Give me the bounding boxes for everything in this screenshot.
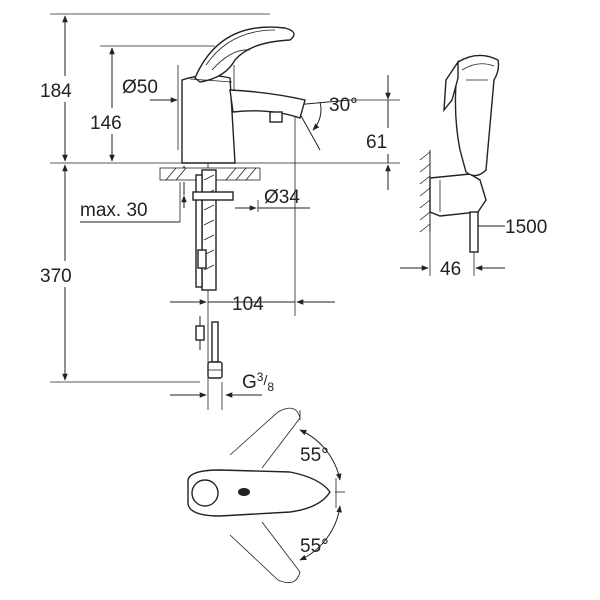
lever-logo: [238, 488, 250, 496]
thread-denominator: 8: [267, 380, 274, 394]
thread-slash: /: [263, 372, 267, 388]
label-146: 146: [90, 113, 122, 134]
check-valve: [195, 325, 205, 341]
label-184: 184: [40, 81, 72, 102]
wall-holder: [429, 173, 487, 217]
supply-hose: [195, 174, 203, 288]
dimension-46: 46: [400, 232, 505, 280]
label-61: 61: [366, 132, 387, 153]
dimension-diameter-34: Ø34: [235, 187, 310, 211]
thread-g: G: [242, 372, 257, 393]
label-1500: 1500: [505, 217, 547, 238]
label-diameter-50: Ø50: [122, 77, 158, 98]
lever-handle: [187, 469, 331, 517]
hose-fitting: [197, 249, 207, 269]
mixer-lever: [194, 26, 295, 83]
label-diameter-34: Ø34: [264, 187, 300, 208]
dimension-1500: 1500: [478, 217, 547, 238]
mixer-body: [181, 74, 236, 164]
label-max-30: max. 30: [80, 200, 148, 221]
lever-pivot: [191, 479, 219, 507]
label-104: 104: [232, 294, 264, 315]
dimension-370: 370: [36, 164, 86, 381]
label-thread: G3/8: [242, 370, 274, 394]
shower-trigger: [443, 59, 459, 113]
dimension-104: 104: [170, 294, 335, 315]
shower-hose: [469, 211, 479, 253]
aerator: [269, 111, 283, 123]
label-30-degrees: 30°: [329, 95, 358, 116]
label-55-top: 55°: [300, 445, 329, 466]
dimension-thread: G3/8: [170, 370, 274, 410]
dimension-184: 184: [36, 15, 86, 162]
dimension-146: 146: [86, 47, 136, 162]
hand-shower-view: [419, 54, 500, 253]
label-55-bottom: 55°: [300, 536, 329, 557]
mixer-spout: [229, 89, 306, 119]
dimension-61: 61: [362, 75, 402, 190]
mounting-stud: [201, 169, 217, 291]
label-46: 46: [440, 259, 461, 280]
lever-top-view: 55° 55°: [187, 407, 345, 584]
shower-head: [454, 54, 500, 177]
label-370: 370: [40, 266, 72, 287]
fixing-nut: [192, 191, 234, 201]
supply-pipe: [211, 321, 219, 363]
thread-numerator: 3: [257, 370, 264, 384]
mixer-side-view: [159, 26, 306, 379]
